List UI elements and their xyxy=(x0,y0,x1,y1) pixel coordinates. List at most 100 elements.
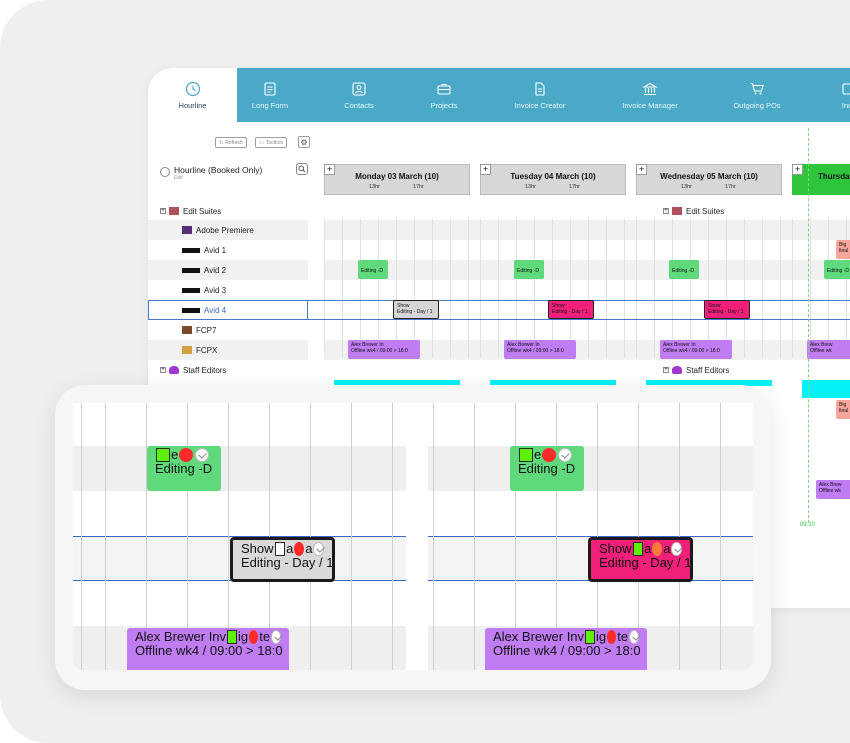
day-grid[interactable] xyxy=(792,218,850,358)
briefcase-icon xyxy=(437,83,451,95)
booking-text: ig xyxy=(595,629,607,644)
gear-icon: ⚙ xyxy=(300,137,308,147)
nav-item-outgoing-pos[interactable]: Outgoing POs xyxy=(724,68,790,122)
booking-text: Show xyxy=(241,541,274,556)
group-staff-editors[interactable]: + Staff Editors xyxy=(160,360,320,380)
day-grid[interactable] xyxy=(480,218,626,358)
nav-item-invoice-creator[interactable]: Invoice Creator xyxy=(500,68,580,122)
booking-text: Alex Brewer In xyxy=(663,342,696,348)
row-avid-1[interactable]: Avid 1 xyxy=(148,240,308,260)
search-button[interactable] xyxy=(296,163,308,175)
day-header-monday[interactable]: + Monday 03 March (10) 13hr 17hr xyxy=(324,164,470,195)
booking-text: Alex Brewer In xyxy=(351,342,384,348)
edit-suite-icon xyxy=(672,207,682,215)
nav-item-projects[interactable]: Projects xyxy=(411,68,477,122)
staff-bar[interactable] xyxy=(334,380,460,386)
zoom-booking-editing[interactable]: e Editing -D xyxy=(510,446,584,491)
booking-text: Alex Brewer Inv xyxy=(135,629,227,644)
nav-item-long-form[interactable]: Long Form xyxy=(237,68,303,122)
nav-item-hourline[interactable]: Hourline xyxy=(148,68,237,122)
nav-item-contacts[interactable]: Contacts xyxy=(326,68,392,122)
row-label: Adobe Premiere xyxy=(196,225,254,235)
day-grid[interactable] xyxy=(324,218,470,358)
booking-block[interactable]: Editing -D xyxy=(514,260,544,279)
day-grid[interactable] xyxy=(636,218,782,358)
toolbox-icon: ▭ xyxy=(259,139,264,146)
group-edit-suites[interactable]: + Edit Suites xyxy=(160,201,320,221)
zoom-booking-editing[interactable]: e Editing -D xyxy=(147,446,221,491)
file-icon xyxy=(535,81,545,96)
row-label: Avid 1 xyxy=(204,245,227,255)
booking-block[interactable]: Editing -D xyxy=(358,260,388,279)
staff-bar[interactable] xyxy=(802,380,850,398)
row-fcpx[interactable]: FCPX xyxy=(148,340,308,360)
row-avid-4[interactable]: Avid 4 xyxy=(148,300,308,320)
orange-dot-icon xyxy=(652,542,663,556)
zoom-day-gap xyxy=(406,403,428,670)
hour-label: 13hr xyxy=(681,184,693,190)
current-time-label: 09:10 xyxy=(800,522,816,528)
booking-text: Big xyxy=(839,402,847,408)
booking-text: Offline wk4 / 09:00 > 18:0 xyxy=(493,643,641,658)
day-header-tuesday[interactable]: + Tuesday 04 March (10) 13hr 17hr xyxy=(480,164,626,195)
staff-bar[interactable] xyxy=(490,380,616,386)
row-label: FCP7 xyxy=(196,325,217,335)
add-button[interactable]: + xyxy=(480,164,491,175)
day-header-thursday[interactable]: + Thursda xyxy=(792,164,850,195)
red-dot-icon xyxy=(607,630,617,644)
expand-icon: + xyxy=(663,208,669,214)
refresh-button[interactable]: ↻Refresh xyxy=(215,137,247,148)
status-square-icon xyxy=(227,630,237,644)
group-staff-editors-wed[interactable]: + Staff Editors xyxy=(663,360,783,380)
staff-bar[interactable] xyxy=(646,380,772,386)
group-edit-suites-wed[interactable]: + Edit Suites xyxy=(663,201,783,221)
booking-text: te xyxy=(259,629,271,644)
check-badge-icon xyxy=(629,630,639,644)
day-header-wednesday[interactable]: + Wednesday 05 March (10) 13hr 17hr xyxy=(636,164,782,195)
status-square-icon xyxy=(519,448,533,462)
avid-icon xyxy=(182,267,200,273)
booking-block[interactable]: Editing -D xyxy=(669,260,699,279)
settings-button[interactable]: ⚙ xyxy=(298,136,310,148)
add-button[interactable]: + xyxy=(636,164,647,175)
booking-text: Alex Brewer In xyxy=(507,342,540,348)
booking-text: e xyxy=(534,447,542,462)
red-dot-icon xyxy=(294,542,305,556)
row-avid-2[interactable]: Avid 2 xyxy=(148,260,308,280)
nav-label: Inco xyxy=(841,100,850,110)
hour-label: 13hr xyxy=(369,184,381,190)
booking-text: Offline wk4 / 09:00 > 18:0 xyxy=(663,348,720,354)
nav-item-income[interactable]: Inco xyxy=(824,68,850,122)
edit-link[interactable]: Edit xyxy=(174,175,183,181)
fcpx-icon xyxy=(182,346,192,354)
booking-block[interactable]: Editing -D xyxy=(824,260,850,279)
add-button[interactable]: + xyxy=(792,164,803,175)
add-button[interactable]: + xyxy=(324,164,335,175)
day-title: Thursda xyxy=(818,172,850,181)
day-title: Monday 03 March (10) xyxy=(355,172,439,181)
booking-text: Alex Brewer Inv xyxy=(493,629,585,644)
row-adobe-premiere[interactable]: Adobe Premiere xyxy=(148,220,308,240)
group-label: Staff Editors xyxy=(183,365,227,375)
nav-item-invoice-manager[interactable]: Invoice Manager xyxy=(610,68,690,122)
toolbox-button[interactable]: ▭Toolbox xyxy=(255,137,287,148)
row-fcp7[interactable]: FCP7 xyxy=(148,320,308,340)
booking-text: Show xyxy=(397,303,410,309)
premiere-icon xyxy=(182,226,192,234)
row-avid-3[interactable]: Avid 3 xyxy=(148,280,308,300)
